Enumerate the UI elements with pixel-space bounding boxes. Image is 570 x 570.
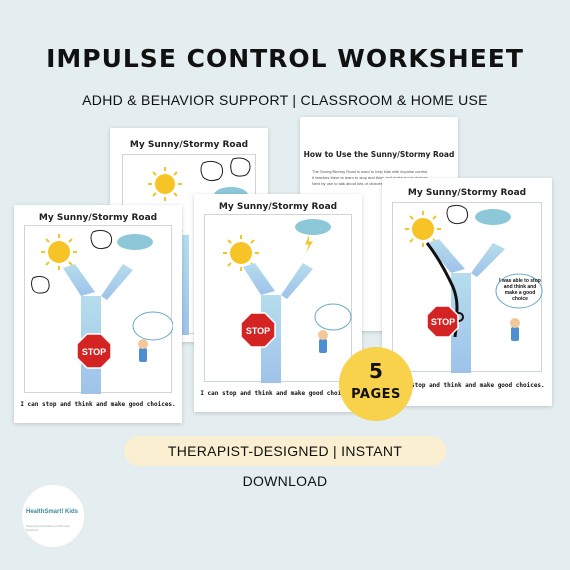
sheet-title: My Sunny/Stormy Road [129, 140, 249, 150]
sheet-title: My Sunny/Stormy Road [38, 213, 158, 223]
sheet-frame: STOP [204, 214, 352, 383]
thought-bubble [495, 273, 543, 309]
howto-line: It teaches them to learn to stop and thi… [312, 175, 429, 180]
pages-label: PAGES [351, 387, 401, 402]
sunny-road-illustration: STOP [31, 229, 174, 394]
boy-icon [139, 348, 147, 362]
worksheet-front-right: My Sunny/Stormy Road I was able to stop … [382, 178, 552, 406]
stop-sign-icon [426, 305, 459, 338]
thought-bubble [132, 311, 174, 341]
sheet-caption: I can stop and think and make good choic… [389, 382, 545, 389]
sheet-caption: I can stop and think and make good choic… [200, 390, 356, 397]
sun-icon [48, 241, 70, 263]
happy-face-icon [31, 275, 50, 294]
cloud-icon [117, 234, 153, 250]
pages-count: 5 [369, 359, 383, 383]
stop-sign-label: STOP [431, 317, 455, 327]
logo-tagline: Supporting Families for Kids and Teacher… [26, 524, 70, 532]
stop-sign-label: STOP [246, 326, 270, 336]
thought-bubble [314, 303, 352, 331]
sun-icon [155, 174, 175, 194]
cloud-icon [475, 209, 511, 225]
angry-face-icon [90, 229, 113, 250]
download-pill: THERAPIST-DESIGNED | INSTANT DOWNLOAD [124, 436, 446, 489]
worksheet-front-left: My Sunny/Stormy Road STOP I can stop and… [14, 205, 182, 423]
howto-line: The Sunny/Stormy Road is used to help ki… [312, 169, 429, 174]
sunny-road-illustration: STOP [223, 219, 352, 383]
page-subtitle: ADHD & BEHAVIOR SUPPORT | CLASSROOM & HO… [82, 92, 488, 108]
pages-badge: 5 PAGES [339, 347, 413, 421]
logo-name: HealthSmart! Kids [26, 509, 79, 515]
sheet-frame: STOP [24, 225, 174, 394]
stop-sign-icon [76, 333, 112, 369]
angry-face-icon [446, 204, 469, 225]
boy-icon [511, 327, 519, 341]
sunny-road-illustration: I was able to stop and think and make a … [405, 204, 543, 373]
thought-bubble-text: I was able to stop and think and make a … [499, 278, 541, 302]
sheet-caption: I can stop and think and make good choic… [20, 401, 176, 408]
sheet-frame: I was able to stop and think and make a … [392, 202, 543, 373]
boy-icon [319, 339, 327, 353]
sad-face-icon [230, 157, 251, 177]
sheet-title: My Sunny/Stormy Road [218, 202, 338, 212]
stop-sign-icon [240, 312, 276, 348]
angry-face-icon [200, 160, 224, 182]
page-title: IMPULSE CONTROL WORKSHEET [46, 44, 524, 73]
sun-icon [230, 242, 252, 264]
sheet-title: My Sunny/Stormy Road [407, 188, 527, 198]
howto-line: Next by use to talk about lots of choice… [312, 181, 411, 186]
howto-title: How to Use the Sunny/Stormy Road [303, 150, 455, 159]
worksheet-front-center: My Sunny/Stormy Road STOP I can stop and… [194, 194, 362, 412]
brand-logo: HealthSmart! Kids Supporting Families fo… [21, 484, 85, 548]
stop-sign-label: STOP [82, 347, 106, 357]
sun-icon [412, 218, 434, 240]
cloud-icon [295, 219, 331, 235]
